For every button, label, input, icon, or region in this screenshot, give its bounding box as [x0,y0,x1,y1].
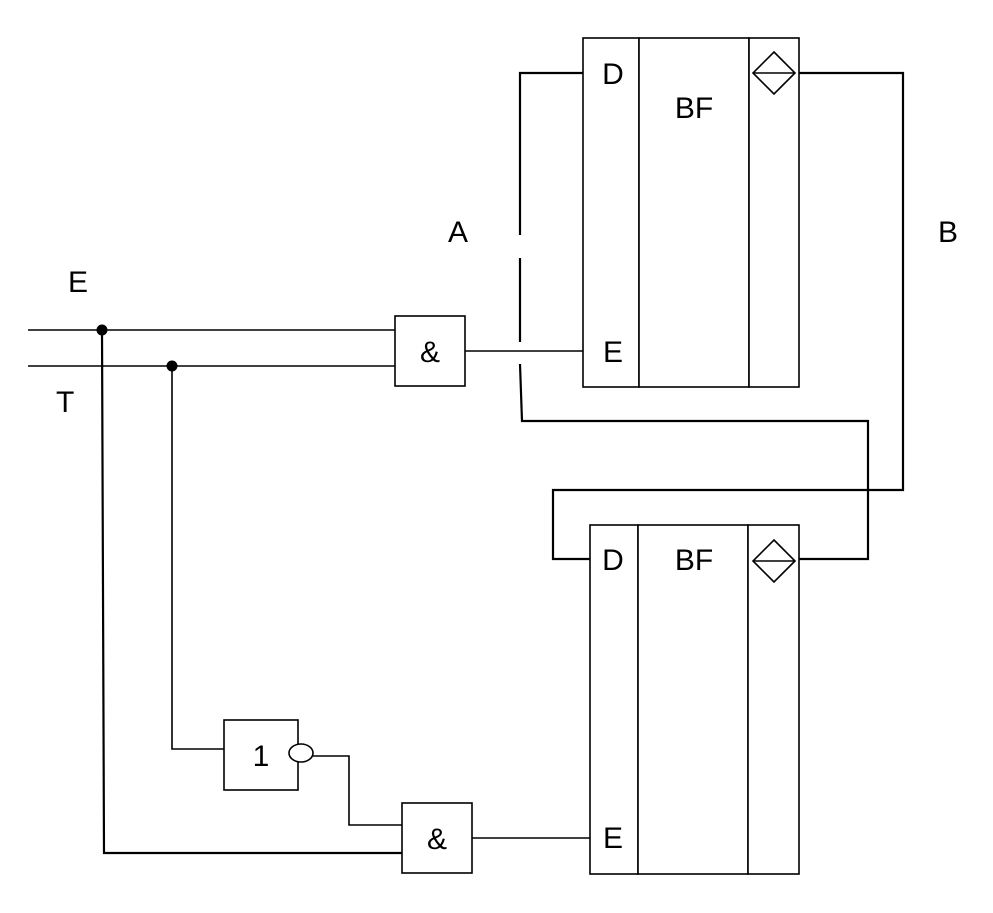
label-e: E [68,266,88,299]
register-bottom-name: BF [675,544,713,577]
register-top-d: D [602,58,624,91]
not-to-and-bottom-wire [313,755,402,826]
label-b: B [938,216,958,249]
label-a: A [448,216,468,249]
label-t: T [56,386,74,419]
and-gate-bottom: & [401,802,473,874]
t-branch-wire [171,366,224,750]
e-branch-wire [100,329,402,855]
wire-a [518,71,870,561]
register-top: D BF E [582,37,800,388]
register-top-shift-icon [751,50,797,96]
register-bottom: D BF E [589,524,800,875]
not-gate-inverter-circle [288,743,314,763]
not-gate: 1 [223,719,314,791]
register-top-e: E [603,336,623,369]
not-gate-label: 1 [253,740,270,773]
and-gate-top-label: & [420,336,440,369]
register-top-name: BF [675,92,713,125]
register-bottom-e: E [603,822,623,855]
register-bottom-d: D [602,544,624,577]
input-lines [28,324,402,855]
wire-b [551,71,905,561]
register-bottom-shift-icon [751,538,797,584]
and-gate-top: & [394,315,466,387]
and-gate-bottom-label: & [427,823,447,856]
